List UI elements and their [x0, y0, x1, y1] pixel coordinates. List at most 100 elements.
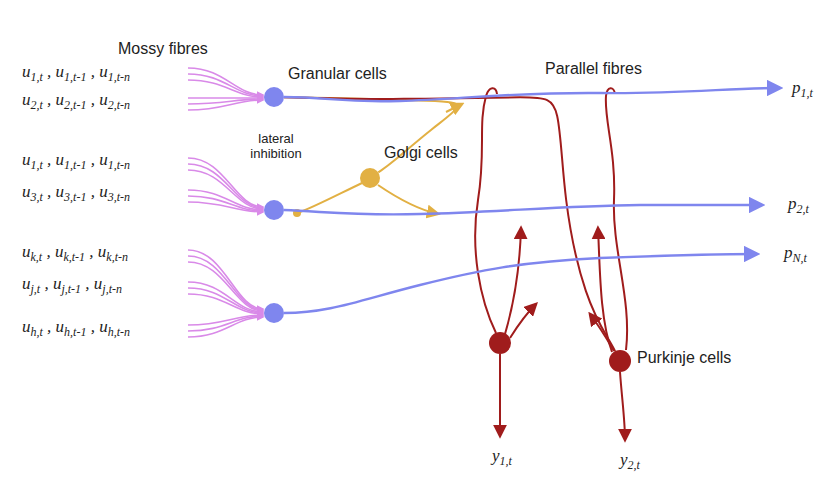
subscript: j,t	[31, 282, 41, 296]
subscript: h,t-n	[108, 325, 130, 339]
symbol: u	[22, 274, 31, 293]
separator: ,	[85, 242, 98, 261]
mossy-fibre	[188, 80, 263, 97]
inhibition-axon	[300, 183, 362, 212]
subscript: k,t-n	[106, 250, 128, 264]
subscript: 3,t-n	[108, 190, 130, 204]
golgi-branch	[378, 185, 438, 214]
part-name: lateral inhibition	[240, 131, 312, 161]
subscript: 1,t	[801, 86, 813, 100]
symbol: u	[22, 62, 31, 81]
symbol: u	[22, 90, 31, 109]
symbol: y	[492, 446, 500, 465]
subscript: N,t	[793, 251, 807, 265]
signal-name: u1,t , u1,t-1 , u1,t-n	[22, 150, 130, 170]
mossy-fibre	[188, 202, 263, 212]
granular-cell	[264, 303, 284, 323]
subscript: 2,t	[797, 202, 809, 216]
granular-cell: Granular cells	[264, 87, 284, 107]
fibre-connector	[284, 97, 457, 172]
symbol: u	[53, 274, 62, 293]
symbol: u	[99, 62, 108, 81]
symbol: u	[22, 150, 31, 169]
mossy-fibre	[188, 282, 263, 312]
cell-body	[264, 87, 284, 107]
signal-name: y2,t	[620, 450, 640, 470]
symbol: p	[784, 243, 793, 262]
mossy-fibre	[188, 68, 263, 95]
signal-name: u3,t , u3,t-1 , u3,t-n	[22, 182, 130, 202]
dendrite	[598, 228, 612, 352]
parallel-fibres	[284, 88, 780, 313]
separator: ,	[43, 150, 56, 169]
part-name: Parallel fibres	[545, 60, 642, 78]
purkinje-axon	[499, 354, 501, 436]
separator: ,	[43, 90, 56, 109]
signal-name: u1,t , u1,t-1 , u1,t-n	[22, 62, 130, 82]
symbol: u	[22, 242, 31, 261]
signal-name: y1,t	[492, 446, 512, 466]
signal-name: p1,t	[792, 78, 813, 98]
separator: ,	[86, 150, 99, 169]
mossy-fibre	[188, 250, 263, 309]
cell-label: Golgi cells	[384, 144, 458, 162]
symbol: u	[56, 62, 65, 81]
purkinje-cell: Purkinje cells	[609, 350, 631, 372]
separator: ,	[42, 242, 55, 261]
signal-name: p2,t	[788, 194, 809, 214]
subscript: 1,t-1	[64, 70, 86, 84]
separator: ,	[86, 317, 99, 336]
symbol: u	[22, 317, 31, 336]
mossy-fibre	[188, 262, 263, 311]
subscript: 2,t	[628, 458, 640, 472]
dendrite	[510, 304, 536, 338]
dendrite	[590, 314, 614, 351]
symbol: u	[56, 182, 65, 201]
fibre-connector	[284, 97, 615, 351]
cell-body	[360, 168, 380, 188]
parallel-fibre	[284, 205, 762, 215]
mossy-fibre	[188, 288, 263, 313]
subscript: 1,t	[500, 454, 512, 468]
subscript: j,t-1	[61, 282, 81, 296]
cell-outline	[360, 168, 380, 188]
signal-name: uj,t , uj,t-1 , uj,t-n	[22, 274, 122, 294]
subscript: 2,t-1	[64, 98, 86, 112]
cell-label: Granular cells	[288, 65, 387, 83]
separator: ,	[40, 274, 53, 293]
connector-layer	[284, 97, 615, 351]
purkinje-axon	[620, 372, 625, 440]
symbol: u	[98, 242, 107, 261]
symbol: u	[55, 242, 64, 261]
subscript: 1,t-n	[108, 70, 130, 84]
symbol: u	[56, 317, 65, 336]
separator: ,	[43, 62, 56, 81]
dendrite	[505, 228, 521, 334]
subscript: 1,t	[31, 70, 43, 84]
parallel-fibre	[284, 254, 757, 313]
symbol: p	[792, 78, 801, 97]
separator: ,	[86, 62, 99, 81]
parallel-fibre	[284, 88, 780, 101]
mossy-fibre	[188, 74, 263, 96]
symbol: u	[99, 182, 108, 201]
symbol: p	[788, 194, 797, 213]
separator: ,	[43, 182, 56, 201]
symbol: u	[99, 317, 108, 336]
subscript: k,t-1	[63, 250, 85, 264]
mossy-fibre	[188, 196, 263, 211]
golgi-cell: Golgi cells	[360, 168, 380, 188]
subscript: 2,t-n	[108, 98, 130, 112]
subscript: 1,t	[31, 158, 43, 172]
cell-body	[609, 350, 631, 372]
subscript: h,t	[31, 325, 43, 339]
mossy-fibre	[188, 317, 263, 337]
part-name: Mossy fibres	[118, 40, 208, 58]
symbol: u	[22, 182, 31, 201]
cell-outline	[609, 350, 631, 372]
symbol: u	[99, 150, 108, 169]
dendrite	[606, 88, 627, 350]
separator: ,	[86, 90, 99, 109]
separator: ,	[81, 274, 94, 293]
subscript: 1,t-n	[108, 158, 130, 172]
